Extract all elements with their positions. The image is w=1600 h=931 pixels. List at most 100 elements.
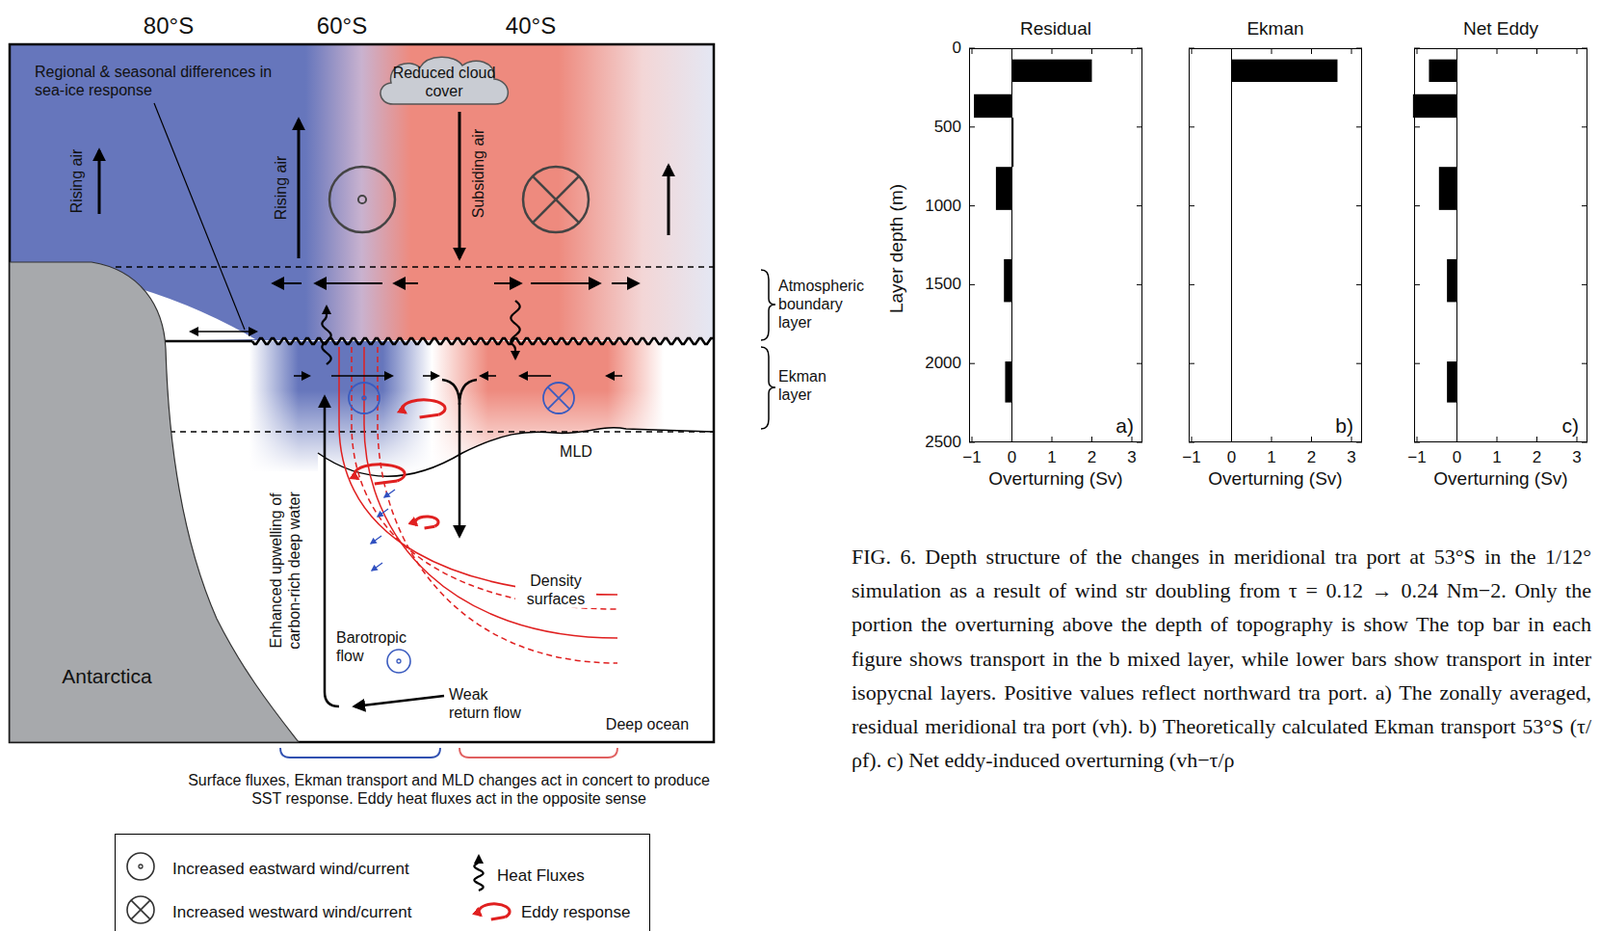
axis-tick: 0 — [1452, 447, 1462, 468]
axis-tick: 3 — [1127, 447, 1136, 468]
schematic-part — [154, 103, 245, 330]
legend-symbols-part — [127, 895, 155, 923]
bar — [1413, 94, 1458, 118]
bar — [1232, 59, 1338, 82]
legend-symbols-part — [138, 864, 143, 868]
flow-label: Barotropic flow — [336, 628, 428, 665]
schematic-part — [548, 387, 571, 410]
schematic-part — [354, 695, 445, 707]
axis-tick: 3 — [1572, 447, 1581, 468]
schematic-part — [354, 464, 405, 481]
bar — [996, 166, 1013, 210]
schematic-part — [532, 176, 579, 223]
schematic-part — [169, 430, 714, 432]
schematic-part — [760, 269, 776, 341]
bar — [1004, 361, 1012, 403]
latitude-label: 80°S — [143, 12, 194, 41]
schematic-part — [419, 414, 440, 418]
schematic-part — [331, 374, 393, 377]
schematic-part — [480, 374, 497, 377]
schematic-part — [422, 374, 439, 377]
schematic-part — [494, 282, 521, 285]
shape-label: Antarctica — [61, 663, 152, 688]
flow-label: Weak return flow — [448, 684, 530, 722]
bar — [1446, 361, 1457, 403]
bar — [1439, 166, 1458, 210]
axis-tick: −1 — [1181, 447, 1201, 468]
schematic-part — [415, 516, 439, 526]
callout-text: Regional & seasonal differences in sea-i… — [34, 62, 276, 100]
schematic-part — [190, 330, 224, 333]
schematic-part — [532, 176, 579, 223]
bar — [1446, 259, 1457, 302]
axis-tick: 1500 — [924, 274, 962, 294]
landmass: Antarctica — [9, 262, 309, 742]
legend-symbols-part — [473, 855, 483, 891]
legend-text: Increased eastward wind/current — [172, 859, 410, 879]
axis-title: Overturning (Sv) — [1433, 468, 1568, 491]
axis-tick: 2000 — [924, 353, 962, 373]
bar — [1003, 259, 1012, 302]
schematic-part — [374, 480, 397, 484]
surface-label: Density surfaces — [515, 571, 597, 608]
legend-symbols-part — [478, 903, 510, 918]
chart-panel — [969, 48, 1143, 443]
bar — [1012, 117, 1015, 167]
panel-title: Residual — [1020, 18, 1092, 41]
bar — [1428, 59, 1457, 82]
schematic-part — [377, 508, 389, 517]
schematic-part — [548, 387, 571, 410]
schematic-part — [315, 282, 383, 285]
panel-title: Net Eddy — [1463, 18, 1539, 41]
schematic-part — [358, 195, 367, 204]
schematic-part — [348, 382, 380, 414]
schematic-part — [520, 374, 551, 377]
schematic-part — [321, 306, 331, 365]
flow-label: Rising air — [67, 149, 86, 214]
axis-tick: 2 — [1087, 447, 1097, 468]
schematic-part — [339, 346, 618, 595]
axis-title: Overturning (Sv) — [988, 468, 1123, 491]
panel-title: Ekman — [1246, 18, 1304, 41]
schematic-part — [387, 649, 411, 673]
panel-letter: c) — [1562, 413, 1580, 438]
axis-tick: −1 — [1407, 447, 1426, 468]
latitude-label: 60°S — [316, 12, 368, 41]
flow-label: Subsiding air — [469, 129, 488, 219]
schematic-part — [329, 166, 395, 233]
layer-label: MLD — [559, 442, 593, 461]
schematic-part — [377, 346, 618, 663]
schematic-part — [371, 562, 383, 571]
schematic-part — [9, 44, 714, 742]
axis-tick: 2500 — [924, 432, 962, 452]
schematic-part — [523, 166, 589, 233]
axis-tick: 1 — [1492, 447, 1501, 468]
legend-symbols — [127, 852, 510, 923]
schematic-part — [280, 747, 441, 758]
schematic-part — [611, 282, 638, 285]
axis-tick: 2 — [1532, 447, 1542, 468]
chart-axes: Net Eddyc) — [1414, 48, 1588, 443]
legend-symbols-part — [131, 899, 151, 919]
schematic-part — [424, 525, 436, 528]
schematic-part — [98, 150, 102, 214]
landmass-outline — [9, 262, 309, 742]
legend-symbols-part — [491, 917, 505, 919]
schematic-part — [364, 346, 618, 638]
axis-title: Overturning (Sv) — [1207, 468, 1342, 491]
panel-letter: a) — [1115, 413, 1134, 438]
axis-tick: 3 — [1346, 447, 1356, 468]
axis-tick: 1 — [1047, 447, 1056, 468]
schematic-part — [394, 282, 419, 285]
note-text: Surface fluxes, Ekman transport and MLD … — [179, 770, 719, 808]
region-label: Deep ocean — [605, 714, 689, 734]
chart-axes: Residuala) — [969, 48, 1143, 443]
legend-text: Heat Fluxes — [497, 865, 585, 886]
schematic — [9, 44, 776, 758]
figure-caption: FIG. 6. Depth structure of the changes i… — [851, 539, 1592, 777]
axis-tick: 0 — [1227, 447, 1236, 468]
layer-label: Ekman layer — [778, 367, 839, 404]
legend-box: Increased eastward wind/currentIncreased… — [114, 833, 651, 931]
